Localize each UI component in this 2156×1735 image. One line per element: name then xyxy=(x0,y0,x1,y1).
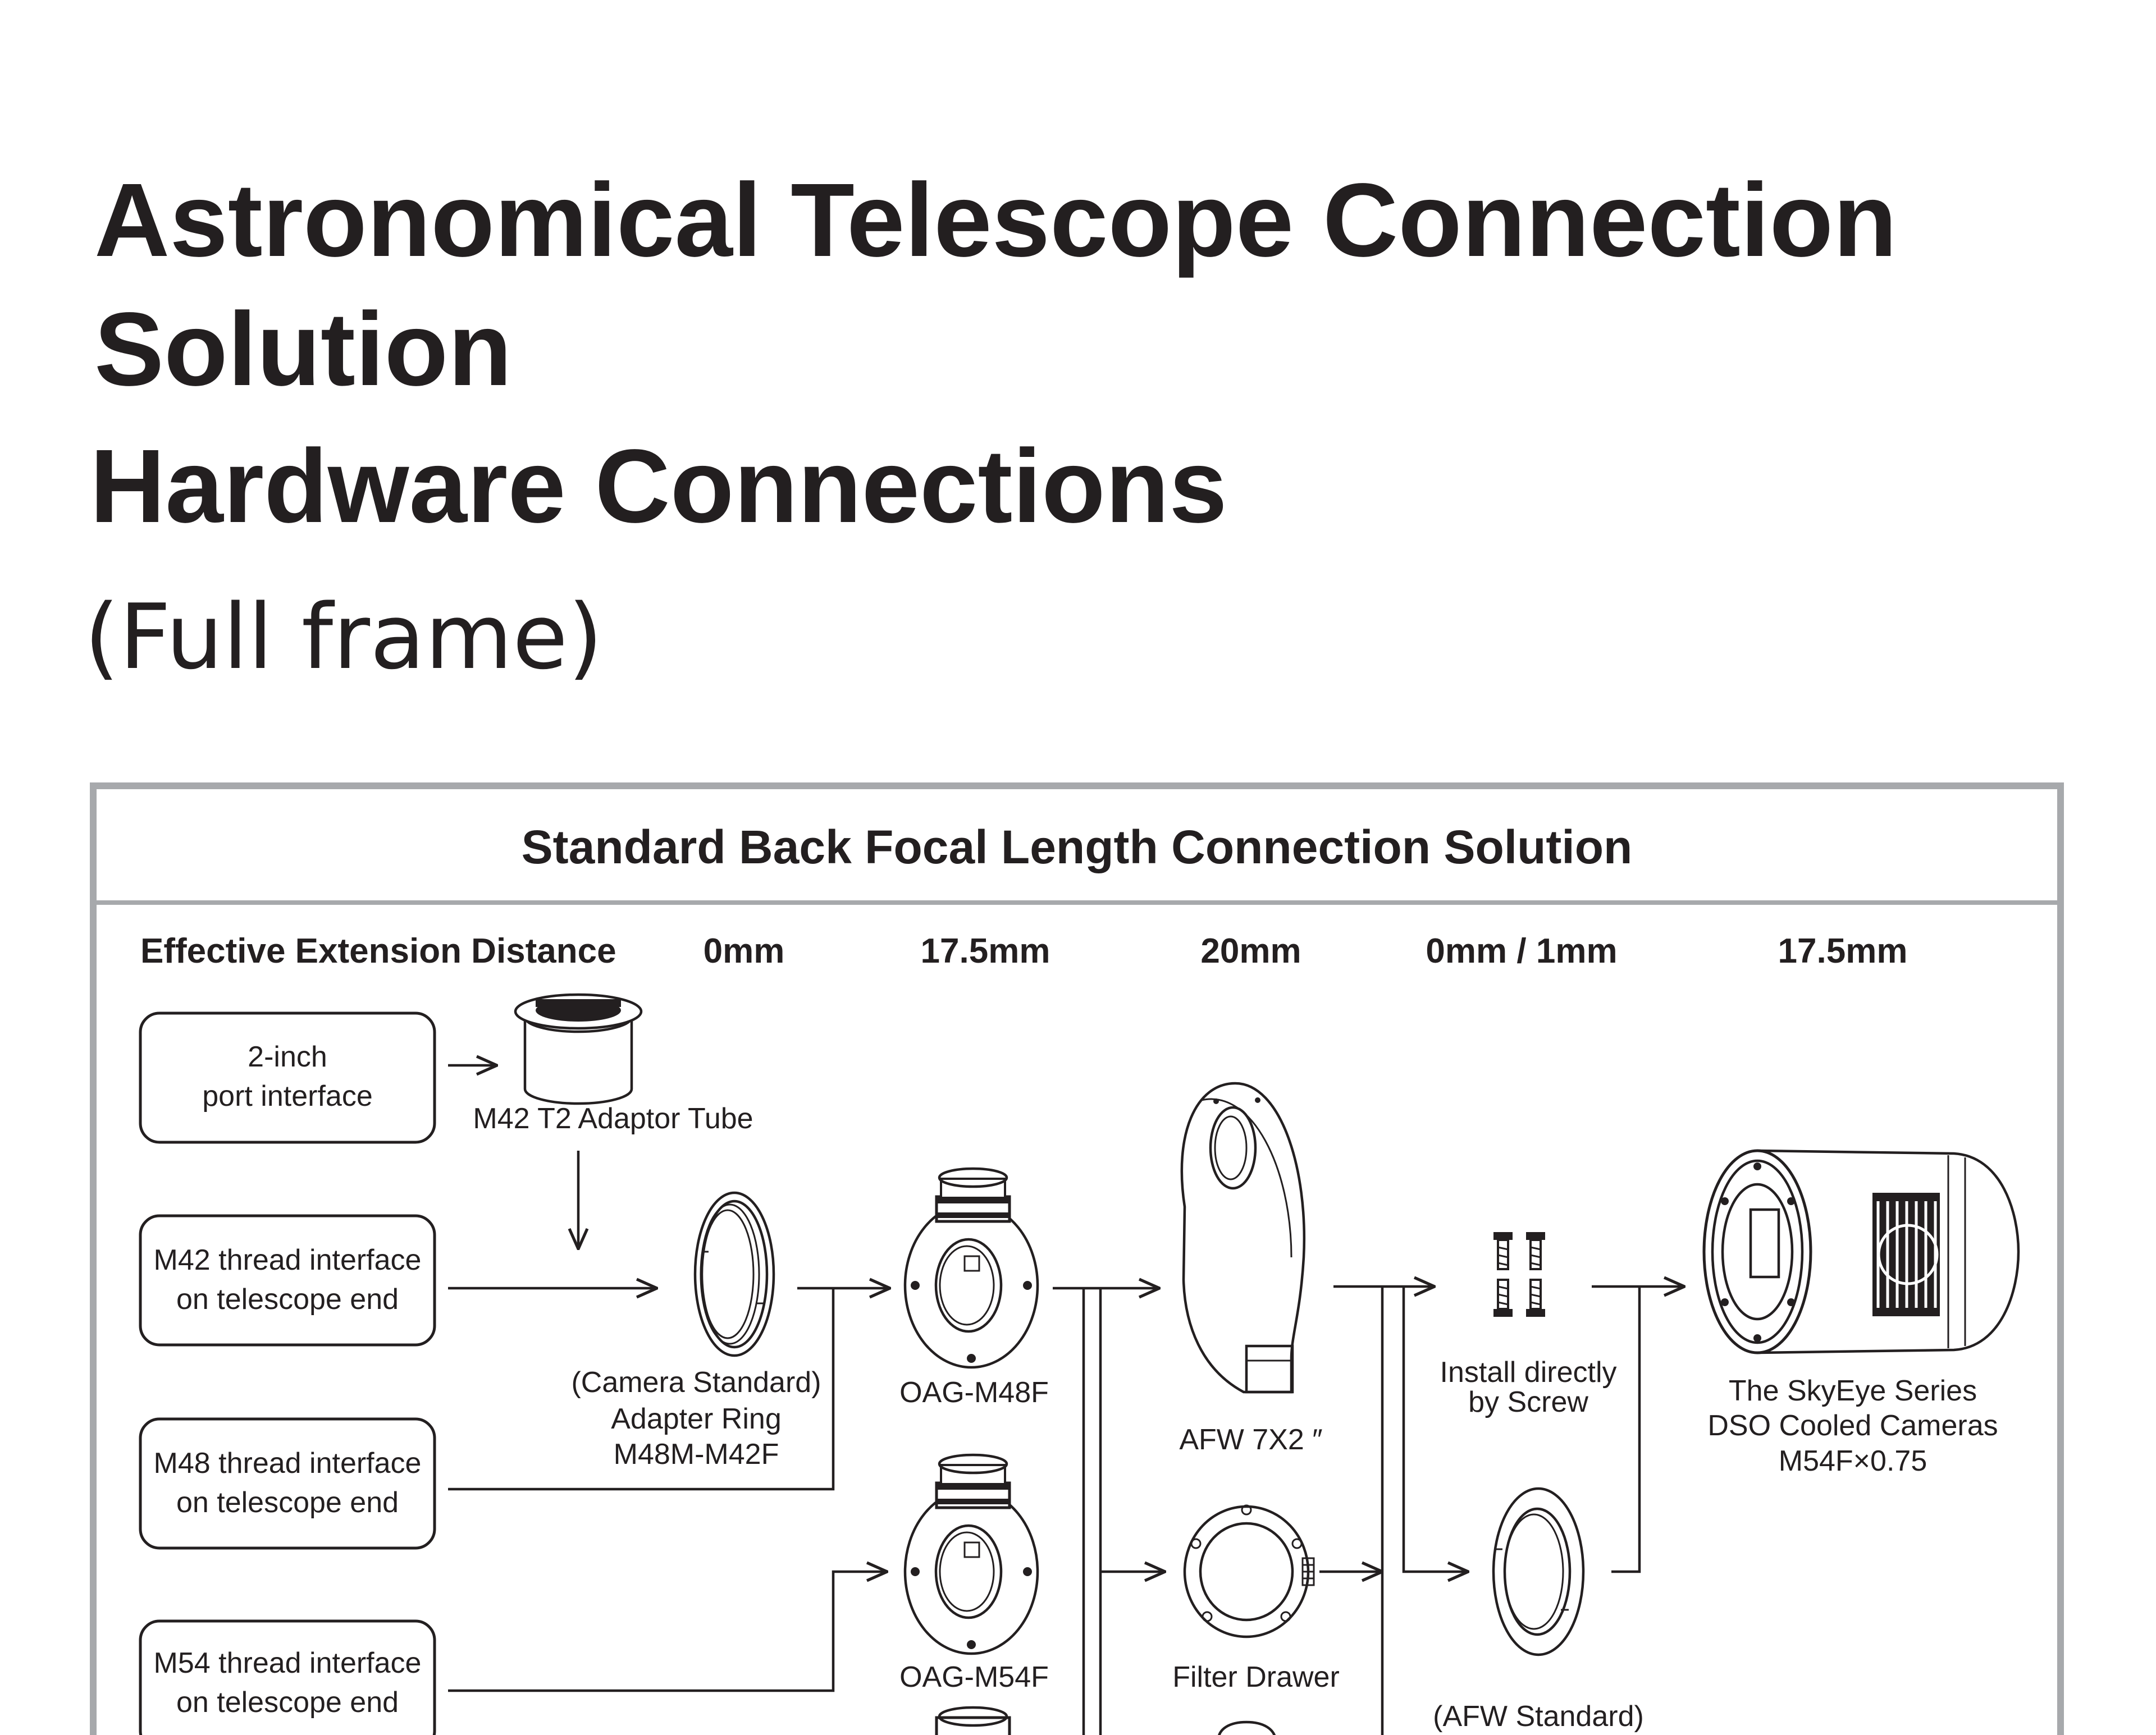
camera-label-2: DSO Cooled Cameras xyxy=(1707,1409,1998,1442)
oag-m54f-label: OAG-M54F xyxy=(899,1661,1049,1693)
interface-m42-line1: M42 thread interface xyxy=(154,1244,422,1276)
page-title: Astronomical Telescope Connection Soluti… xyxy=(94,162,1897,408)
next-filter-illustration xyxy=(1218,1720,1276,1735)
interface-2inch-line2: port interface xyxy=(202,1080,373,1113)
interface-box-m54: M54 thread interface on telescope end xyxy=(139,1619,436,1735)
interface-box-m42: M42 thread interface on telescope end xyxy=(139,1214,436,1347)
m42-t2-adaptor-tube-illustration xyxy=(514,993,643,1105)
interface-m54-line2: on telescope end xyxy=(176,1686,399,1719)
interface-box-2inch: 2-inch port interface xyxy=(139,1011,436,1144)
interface-m42-line2: on telescope end xyxy=(176,1283,399,1316)
afw-adapter-ring-illustration xyxy=(1492,1487,1585,1656)
m42-t2-adaptor-tube-label: M42 T2 Adaptor Tube xyxy=(473,1102,753,1135)
filter-drawer-illustration xyxy=(1183,1504,1315,1638)
screw-label-1: Install directly xyxy=(1440,1356,1617,1389)
interface-2inch-line1: 2-inch xyxy=(248,1041,327,1073)
header-label: Effective Extension Distance xyxy=(140,932,616,970)
adapter-ring-label-1: (Camera Standard) xyxy=(571,1366,821,1399)
header-col-oag: 17.5mm xyxy=(921,932,1050,970)
screw-label-2: by Screw xyxy=(1468,1386,1588,1418)
afw-label: AFW 7X2 ″ xyxy=(1179,1423,1322,1456)
header-col-adapter: 0mm xyxy=(704,932,785,970)
filter-drawer-label: Filter Drawer xyxy=(1172,1661,1340,1693)
panel-frame xyxy=(90,782,2064,1735)
interface-m54-line1: M54 thread interface xyxy=(154,1647,422,1679)
afw-filter-wheel-illustration xyxy=(1180,1082,1306,1394)
header-col-ring: 0mm / 1mm xyxy=(1426,932,1617,970)
adapter-ring-illustration xyxy=(693,1191,775,1357)
adapter-ring-label-3: M48M-M42F xyxy=(614,1438,779,1471)
skyeye-camera-illustration xyxy=(1702,1149,2020,1354)
adapter-ring-label-2: Adapter Ring xyxy=(611,1403,782,1435)
header-col-filter: 20mm xyxy=(1200,932,1301,970)
page-subtitle: Hardware Connections xyxy=(90,428,1227,544)
oag-m54f-illustration xyxy=(903,1453,1039,1655)
oag-next-illustration xyxy=(935,1706,1011,1735)
interface-m48-line1: M48 thread interface xyxy=(154,1447,422,1480)
panel-title: Standard Back Focal Length Connection So… xyxy=(522,821,1633,873)
oag-m48f-label: OAG-M48F xyxy=(899,1376,1049,1409)
frame-size-label: (Full frame) xyxy=(84,584,603,689)
camera-label-1: The SkyEye Series xyxy=(1729,1375,1977,1407)
header-col-camera: 17.5mm xyxy=(1778,932,1908,970)
afw-adapter-ring-label-1: (AFW Standard) xyxy=(1433,1700,1644,1733)
interface-m48-line2: on telescope end xyxy=(176,1486,399,1519)
interface-box-m48: M48 thread interface on telescope end xyxy=(139,1417,436,1550)
screws-illustration xyxy=(1493,1232,1545,1317)
oag-m48f-illustration xyxy=(903,1167,1039,1369)
connector-lines xyxy=(448,1065,1684,1735)
camera-label-3: M54F×0.75 xyxy=(1779,1445,1927,1477)
